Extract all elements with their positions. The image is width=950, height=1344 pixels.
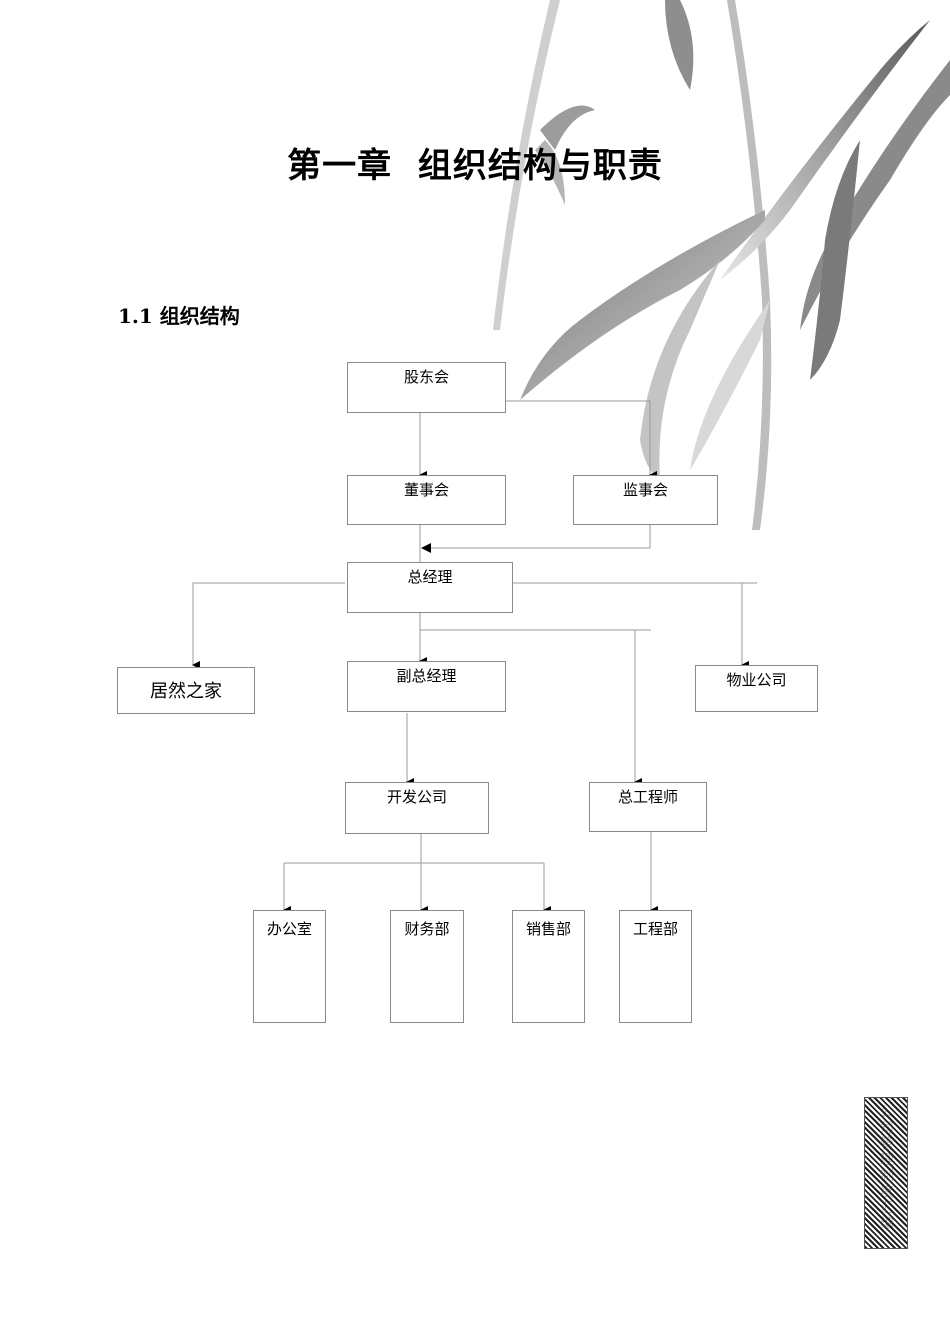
org-box-development: 开发公司	[345, 782, 489, 834]
sidebar-tab-text: 公司管理制度汇编	[878, 1104, 894, 1232]
org-label: 股东会	[403, 368, 449, 386]
org-label: 工程部	[632, 920, 678, 938]
org-label: 副总经理	[396, 667, 457, 685]
org-box-home: 居然之家	[117, 667, 255, 714]
org-label: 销售部	[525, 920, 571, 938]
org-label: 总工程师	[617, 788, 678, 806]
org-label: 财务部	[404, 920, 450, 938]
org-label: 总经理	[407, 568, 453, 586]
org-box-engineering: 工程部	[619, 910, 692, 1023]
org-label: 开发公司	[386, 788, 447, 806]
org-label: 监事会	[622, 481, 668, 499]
org-box-office: 办公室	[253, 910, 326, 1023]
org-box-finance: 财务部	[390, 910, 464, 1023]
org-label: 居然之家	[150, 681, 222, 702]
org-box-property: 物业公司	[695, 665, 818, 712]
org-label: 物业公司	[726, 671, 787, 689]
section-heading: 1.1 组织结构	[118, 304, 240, 328]
org-box-supervisors: 监事会	[573, 475, 718, 525]
org-box-sales: 销售部	[512, 910, 585, 1023]
org-box-chief-engineer: 总工程师	[589, 782, 707, 832]
chapter-title: 第一章 组织结构与职责	[287, 146, 663, 186]
org-label: 董事会	[403, 481, 449, 499]
org-box-shareholders: 股东会	[347, 362, 506, 413]
org-box-board: 董事会	[347, 475, 506, 525]
sidebar-tab: 公司管理制度汇编	[864, 1097, 908, 1249]
org-box-general-manager: 总经理	[347, 562, 513, 613]
org-label: 办公室	[266, 920, 312, 938]
org-box-deputy-gm: 副总经理	[347, 661, 506, 712]
